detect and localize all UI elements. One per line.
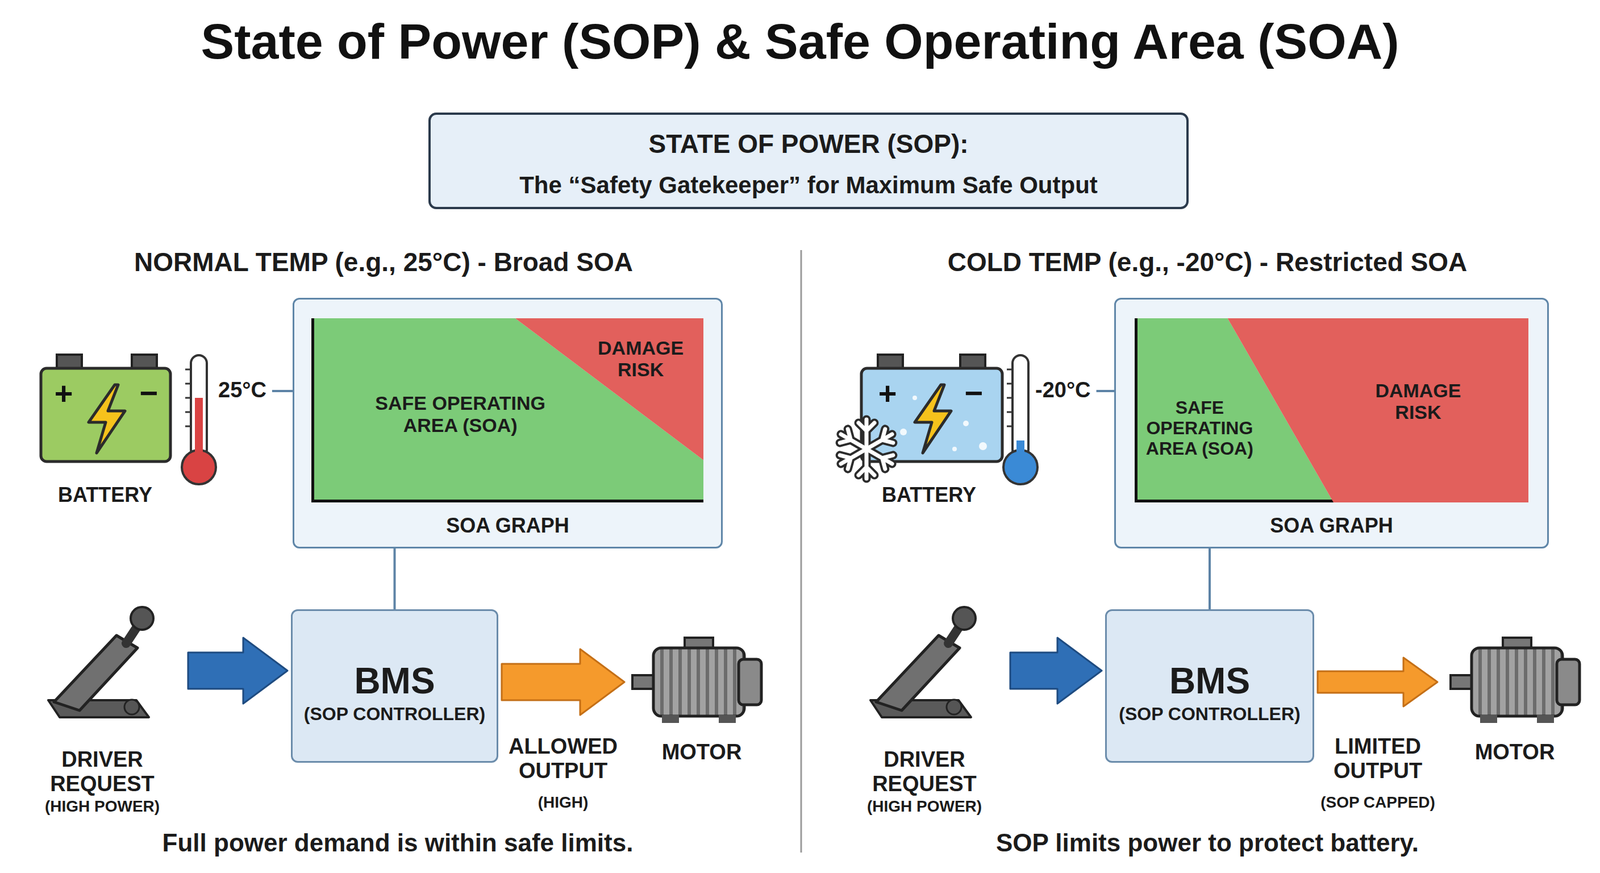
motor-symbol xyxy=(632,637,762,723)
link-line xyxy=(272,389,293,393)
node-text: SOA GRAPH xyxy=(1118,514,1545,537)
flow-arrow xyxy=(188,637,288,704)
bms-controller-box: BMS(SOP CONTROLLER) xyxy=(290,609,499,763)
node-text: BMS xyxy=(1115,660,1304,702)
battery-node: BATTERY xyxy=(857,349,1000,515)
terminal-sign: + xyxy=(878,375,898,412)
edge-label: ALLOWED OUTPUT xyxy=(503,734,623,783)
summary-box: STATE OF POWER (SOP): The “Safety Gatekee… xyxy=(428,112,1189,210)
motor-node: MOTOR xyxy=(1440,630,1589,773)
node-text: DAMAGE RISK xyxy=(589,336,693,381)
bms-controller-box: BMS(SOP CONTROLLER) xyxy=(1105,609,1315,763)
terminal-sign: + xyxy=(54,375,74,412)
divider-line xyxy=(800,250,803,853)
node-text: (SOP CONTROLLER) xyxy=(1115,703,1304,725)
node-text: (HIGH POWER) xyxy=(24,797,181,815)
node-text: (SOP CONTROLLER) xyxy=(301,703,488,725)
flow-arrow xyxy=(501,648,625,715)
caption-text: Full power demand is within safe limits. xyxy=(162,828,634,857)
flow-arrow xyxy=(1317,657,1438,707)
section-heading: NORMAL TEMP (e.g., 25°C) - Broad SOA xyxy=(134,247,633,278)
driver-pedal-node: DRIVER REQUEST(HIGH POWER) xyxy=(842,605,1007,816)
battery-node: BATTERY xyxy=(34,349,177,515)
flow-arrow xyxy=(1010,637,1102,704)
driver-pedal-node: DRIVER REQUEST(HIGH POWER) xyxy=(19,605,185,816)
node-text: (HIGH POWER) xyxy=(846,797,1003,815)
node-text: MOTOR xyxy=(1445,739,1585,765)
battery-symbol xyxy=(40,354,171,462)
terminal-sign: − xyxy=(964,375,984,412)
region-fill xyxy=(515,318,704,460)
node-text: DRIVER REQUEST xyxy=(856,747,993,796)
node-text: DAMAGE RISK xyxy=(1367,379,1470,423)
link-line xyxy=(1208,548,1211,610)
soa-graph-panel: SAFE OPERATING AREA (SOA) DAMAGE RISK SOA … xyxy=(1114,297,1549,549)
output-note: (SOP CAPPED) xyxy=(1320,793,1436,811)
thermometer-symbol xyxy=(181,355,216,485)
thermometer-symbol-cold xyxy=(1003,355,1038,485)
node-text: BATTERY xyxy=(862,483,996,507)
output-note: (HIGH) xyxy=(538,793,589,811)
node-text: The “Safety Gatekeeper” for Maximum Safe… xyxy=(439,171,1178,199)
pedal-symbol xyxy=(870,606,976,718)
graph-axis xyxy=(313,318,704,502)
link-line xyxy=(393,548,397,610)
node-text: SAFE OPERATING AREA (SOA) xyxy=(1139,398,1260,460)
region-shape xyxy=(1134,318,1529,503)
pedal-symbol xyxy=(48,606,154,718)
edge-label: LIMITED OUTPUT xyxy=(1318,734,1438,783)
motor-node: MOTOR xyxy=(627,630,776,773)
damage-risk-region: DAMAGE RISK xyxy=(1134,318,1529,503)
terminal-sign: − xyxy=(139,375,159,412)
region-fill xyxy=(311,318,704,503)
motor-symbol xyxy=(1450,637,1580,723)
section-heading: COLD TEMP (e.g., -20°C) - Restricted SOA xyxy=(947,247,1468,278)
caption-text: SOP limits power to protect battery. xyxy=(996,828,1419,857)
thermometer-node: 25°C xyxy=(180,349,273,492)
battery-symbol-cold xyxy=(861,354,1003,462)
node-text: DRIVER REQUEST xyxy=(34,747,171,796)
node-text: SOA GRAPH xyxy=(297,514,719,537)
thermometer-node: -20°C xyxy=(1004,349,1097,492)
node-text: BMS xyxy=(301,660,488,702)
soa-graph-panel: SAFE OPERATING AREA (SOA) DAMAGE RISK SOA … xyxy=(292,297,723,549)
node-text: SAFE OPERATING AREA (SOA) xyxy=(360,392,560,436)
page-title: State of Power (SOP) & Safe Operating Ar… xyxy=(0,13,1600,70)
node-text: BATTERY xyxy=(38,483,172,507)
node-text: MOTOR xyxy=(632,739,772,765)
node-text: 25°C xyxy=(218,377,267,403)
damage-risk-region: DAMAGE RISK xyxy=(311,318,704,503)
node-text: -20°C xyxy=(1035,377,1091,403)
node-text: STATE OF POWER (SOP): xyxy=(439,129,1178,160)
region-fill xyxy=(1227,318,1529,503)
snowflake-symbol xyxy=(836,419,897,479)
link-line xyxy=(1096,389,1115,393)
